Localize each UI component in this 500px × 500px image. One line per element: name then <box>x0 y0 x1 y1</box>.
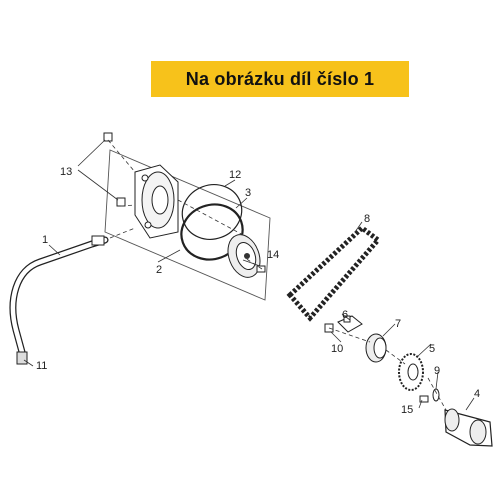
callout-3: 3 <box>245 187 251 199</box>
callout-2: 2 <box>156 264 162 276</box>
bolt-14-part <box>256 265 266 273</box>
o-ring-part <box>180 203 244 261</box>
callout-15: 15 <box>401 404 413 416</box>
sprocket-part <box>398 353 424 391</box>
callout-14: 14 <box>267 249 279 261</box>
callout-10: 10 <box>331 343 343 355</box>
washer-part <box>432 388 440 402</box>
callout-11: 11 <box>36 360 47 372</box>
assembly-frame <box>104 149 271 301</box>
oil-filter-cover-part <box>134 164 179 239</box>
part-number-banner: Na obrázku díl číslo 1 <box>151 61 409 97</box>
bolt-15-part <box>419 395 429 403</box>
rotor-disc-part <box>227 234 261 278</box>
callout-12: 12 <box>229 169 241 181</box>
callout-1: 1 <box>42 234 48 246</box>
callout-4: 4 <box>474 388 480 400</box>
camshaft-part <box>444 408 493 447</box>
banner-text: Na obrázku díl číslo 1 <box>185 68 375 89</box>
callout-6: 6 <box>342 309 348 321</box>
callout-9: 9 <box>434 365 440 377</box>
callout-7: 7 <box>395 318 401 330</box>
bolt-13b-part <box>116 197 126 207</box>
oil-pipe-part <box>9 235 109 365</box>
callout-8: 8 <box>364 213 370 225</box>
callout-13: 13 <box>60 166 72 178</box>
tensioner-part <box>365 333 387 363</box>
callout-5: 5 <box>429 343 435 355</box>
timing-chain-part <box>286 224 382 322</box>
bolt-13a-part <box>103 132 113 142</box>
